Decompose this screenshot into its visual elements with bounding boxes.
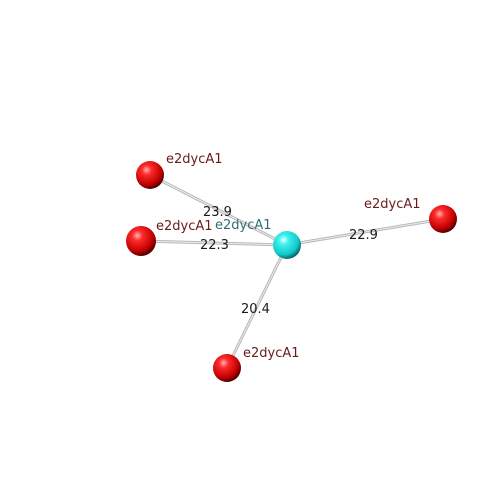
center-node-label: e2dycA1: [215, 218, 272, 233]
edge-2: [139, 239, 289, 247]
node-labels-group: e2dycA1 e2dycA1 e2dycA1 e2dycA1 e2dycA1: [156, 152, 421, 361]
edge-3: [285, 217, 445, 247]
edge-distance-label: 22.3: [200, 238, 229, 253]
center-node-sphere[interactable]: [273, 231, 301, 259]
edge-distance-label: 23.9: [203, 205, 232, 220]
edge-highlight: [149, 174, 288, 246]
edge-distance-label: 22.9: [349, 228, 378, 243]
neighbor-node-label: e2dycA1: [364, 197, 421, 212]
neighbor-node-sphere[interactable]: [213, 354, 241, 382]
edge-4: [225, 243, 289, 370]
edge-highlight: [226, 244, 288, 369]
neighbor-node-label: e2dycA1: [156, 219, 213, 234]
edge-labels-group: 23.9 22.3 22.9 20.4: [200, 205, 378, 317]
neighbor-node-sphere[interactable]: [126, 226, 156, 256]
nodes-group: [126, 161, 457, 382]
edge-distance-label: 20.4: [241, 302, 270, 317]
edge-highlight: [140, 240, 288, 246]
neighbor-node-label: e2dycA1: [243, 346, 300, 361]
edges-group: [139, 173, 445, 370]
neighbor-node-sphere[interactable]: [429, 205, 457, 233]
neighbor-node-sphere[interactable]: [136, 161, 164, 189]
neighbor-node-label: e2dycA1: [166, 152, 223, 167]
edge-highlight: [286, 218, 444, 246]
edge-1: [148, 173, 289, 247]
